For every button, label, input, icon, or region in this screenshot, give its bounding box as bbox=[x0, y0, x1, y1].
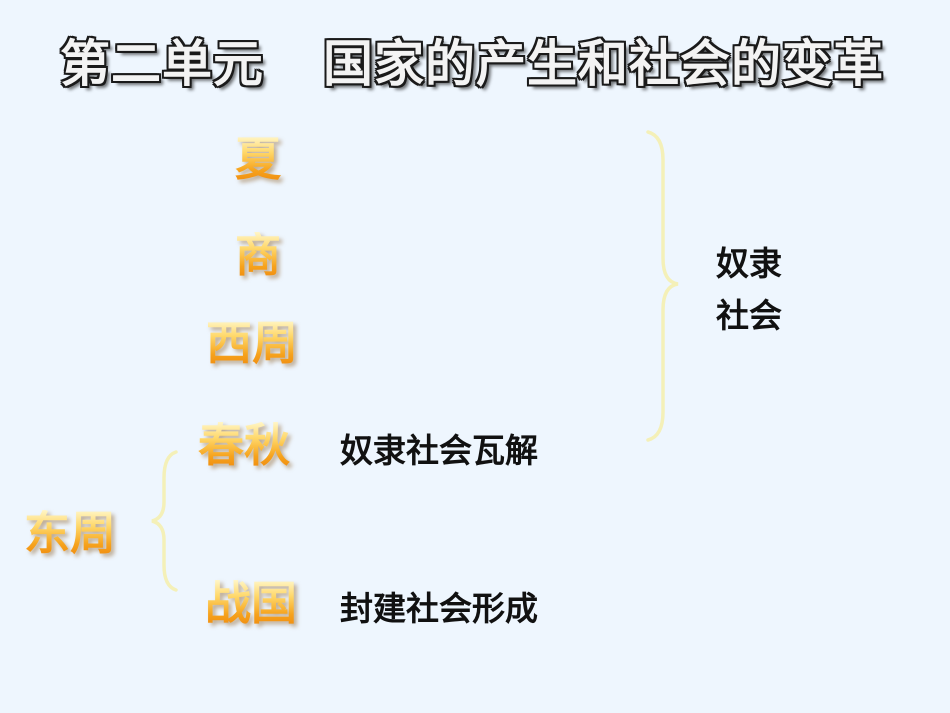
topic-title: 国家的产生和社会的变革 bbox=[323, 35, 884, 93]
label-feudal-formed: 封建社会形成 bbox=[340, 589, 538, 628]
right-brace bbox=[646, 130, 679, 442]
era-xia: 夏 bbox=[235, 132, 281, 186]
era-shang: 商 bbox=[235, 228, 281, 282]
era-zhanguo: 战国 bbox=[205, 576, 297, 630]
label-slave-society-line2: 社会 bbox=[716, 296, 782, 335]
era-xizhou: 西周 bbox=[206, 316, 298, 370]
unit-title: 第二单元 bbox=[60, 35, 264, 93]
left-brace bbox=[151, 450, 178, 592]
slide-title: 第二单元 国家的产生和社会的变革 bbox=[0, 24, 950, 94]
label-slave-collapse: 奴隶社会瓦解 bbox=[340, 431, 538, 470]
label-slave-society: 奴隶 社会 bbox=[716, 238, 826, 342]
era-dongzhou: 东周 bbox=[24, 506, 116, 560]
label-slave-society-line1: 奴隶 bbox=[716, 244, 782, 283]
era-chunqiu: 春秋 bbox=[198, 418, 290, 472]
